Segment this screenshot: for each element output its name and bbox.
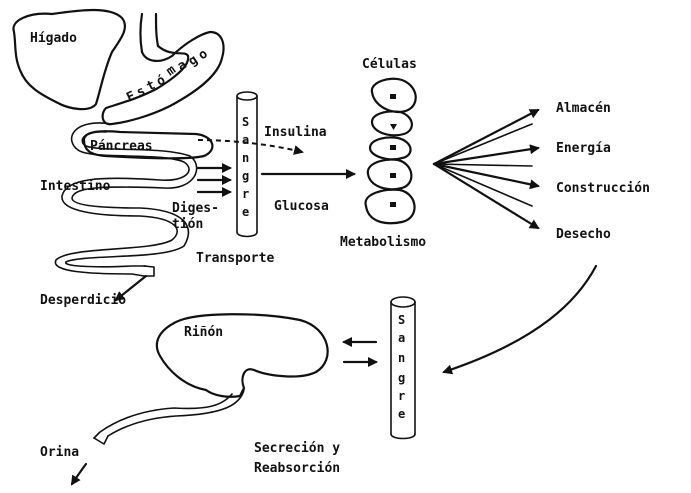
- desecho-to-blood-arrow: [444, 266, 596, 372]
- liver-shape: [13, 10, 124, 109]
- waste-intestine-label: Desperdicio: [40, 293, 126, 308]
- output-energia: Energía: [556, 141, 611, 156]
- svg-text:e: e: [242, 205, 249, 219]
- output-construccion: Construcción: [556, 181, 650, 196]
- blood-vessel-bottom: S a n g r e: [391, 297, 415, 439]
- output-arrow-desecho: [434, 164, 538, 228]
- insulin-arrow: [198, 140, 302, 152]
- blood-vessel-top: S a n g r e: [237, 92, 257, 237]
- transport-label: Transporte: [196, 251, 274, 266]
- intestine-end: [144, 266, 154, 276]
- digestion-label-1: Diges-: [172, 201, 219, 216]
- glucose-label: Glucosa: [274, 199, 329, 214]
- secretion-label-2: Reabsorción: [254, 461, 340, 476]
- svg-text:g: g: [242, 169, 249, 183]
- kidney-shape: [157, 314, 328, 397]
- cells-stack: [366, 79, 416, 223]
- digestion-label-2: tión: [172, 217, 203, 232]
- svg-text:e: e: [398, 407, 405, 421]
- output-desecho: Desecho: [556, 227, 611, 242]
- svg-text:ó: ó: [154, 73, 168, 90]
- intestine-label: Intestino: [40, 179, 111, 194]
- output-arrow-construccion: [434, 164, 538, 186]
- urine-arrow: [72, 464, 86, 484]
- kidney-label: Riñón: [184, 325, 223, 340]
- cells-label: Células: [362, 57, 417, 72]
- metabolism-label: Metabolismo: [340, 235, 426, 250]
- pancreas-label: Páncreas: [90, 139, 153, 154]
- secretion-label-1: Secreción y: [254, 441, 340, 456]
- svg-text:n: n: [398, 351, 405, 365]
- ureter-shape: [94, 390, 244, 438]
- esophagus-shape: [141, 14, 159, 52]
- svg-text:S: S: [398, 313, 405, 327]
- svg-text:r: r: [242, 187, 249, 201]
- liver-label: Hígado: [30, 31, 77, 46]
- svg-text:o: o: [196, 46, 211, 63]
- svg-text:n: n: [242, 151, 249, 165]
- svg-text:a: a: [242, 133, 249, 147]
- svg-text:r: r: [398, 389, 405, 403]
- svg-text:S: S: [242, 115, 249, 129]
- svg-text:a: a: [398, 331, 405, 345]
- insulin-label: Insulina: [264, 125, 327, 140]
- urine-label: Orina: [40, 445, 79, 460]
- output-almacen: Almacén: [556, 101, 611, 116]
- svg-text:g: g: [398, 371, 405, 385]
